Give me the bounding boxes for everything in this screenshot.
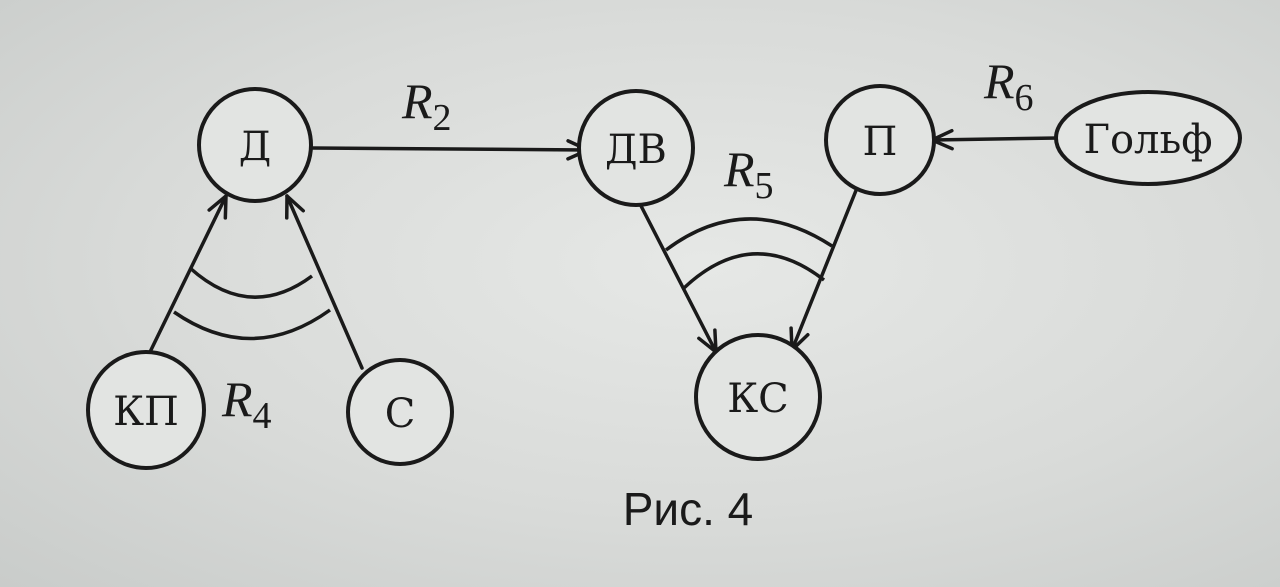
relation-label-r6: R6 [983,53,1034,119]
edge-dv-ks [636,198,718,354]
relation-label-r5: R5 [723,141,774,207]
node-p [824,84,936,196]
edge-d-dv [310,139,590,161]
edge-c-d [284,194,364,370]
node-c-label: С [385,391,416,437]
conjunction-arc-r4-outer [173,308,332,341]
conjunction-arc-r5-inner [682,252,826,290]
node-kp [86,350,206,470]
node-d [197,87,313,203]
edge-golf-p [930,128,1060,151]
relation-label-r2: R2 [401,73,452,139]
edge-kp-d [148,194,228,354]
node-d-label: Д [239,124,272,170]
figure-caption: Рис. 4 [623,483,754,535]
node-p-label: П [863,119,898,165]
relation-label-r4: R4 [221,371,272,437]
node-ks [694,333,822,461]
node-golf [1054,90,1242,186]
node-dv [577,89,695,207]
conjunction-arc-r4-inner [188,266,314,299]
node-c [346,358,454,466]
node-golf-label: Гольф [1083,117,1212,163]
node-dv-label: ДВ [605,127,667,173]
conjunction-arc-r5-outer [664,217,833,252]
node-kp-label: КП [113,389,179,435]
edge-p-ks [789,186,859,352]
node-ks-label: КС [727,376,789,422]
